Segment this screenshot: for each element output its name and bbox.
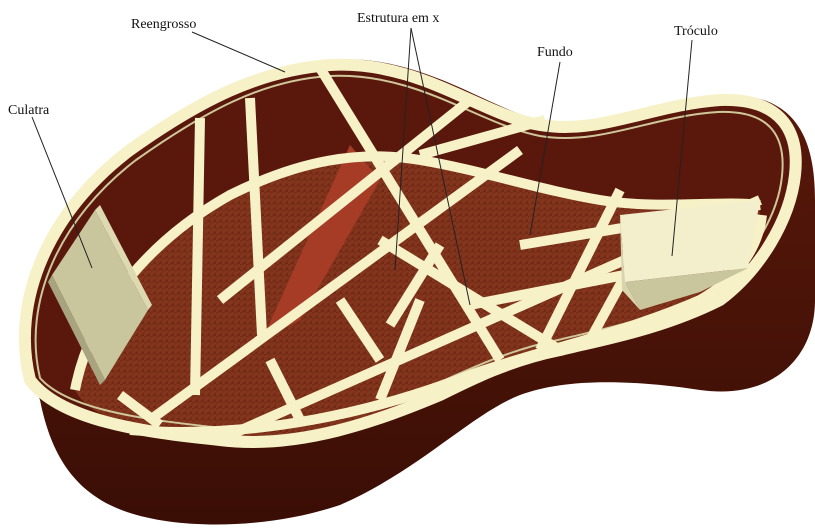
label-troculo: Tróculo xyxy=(674,24,718,40)
brace-vertical-1 xyxy=(195,118,200,395)
label-fundo: Fundo xyxy=(537,45,573,61)
label-culatra: Culatra xyxy=(8,103,49,119)
label-reengrosso: Reengrosso xyxy=(131,17,196,33)
leader-reengrosso xyxy=(192,32,285,72)
label-estrutura-em-x: Estrutura em x xyxy=(357,11,439,27)
